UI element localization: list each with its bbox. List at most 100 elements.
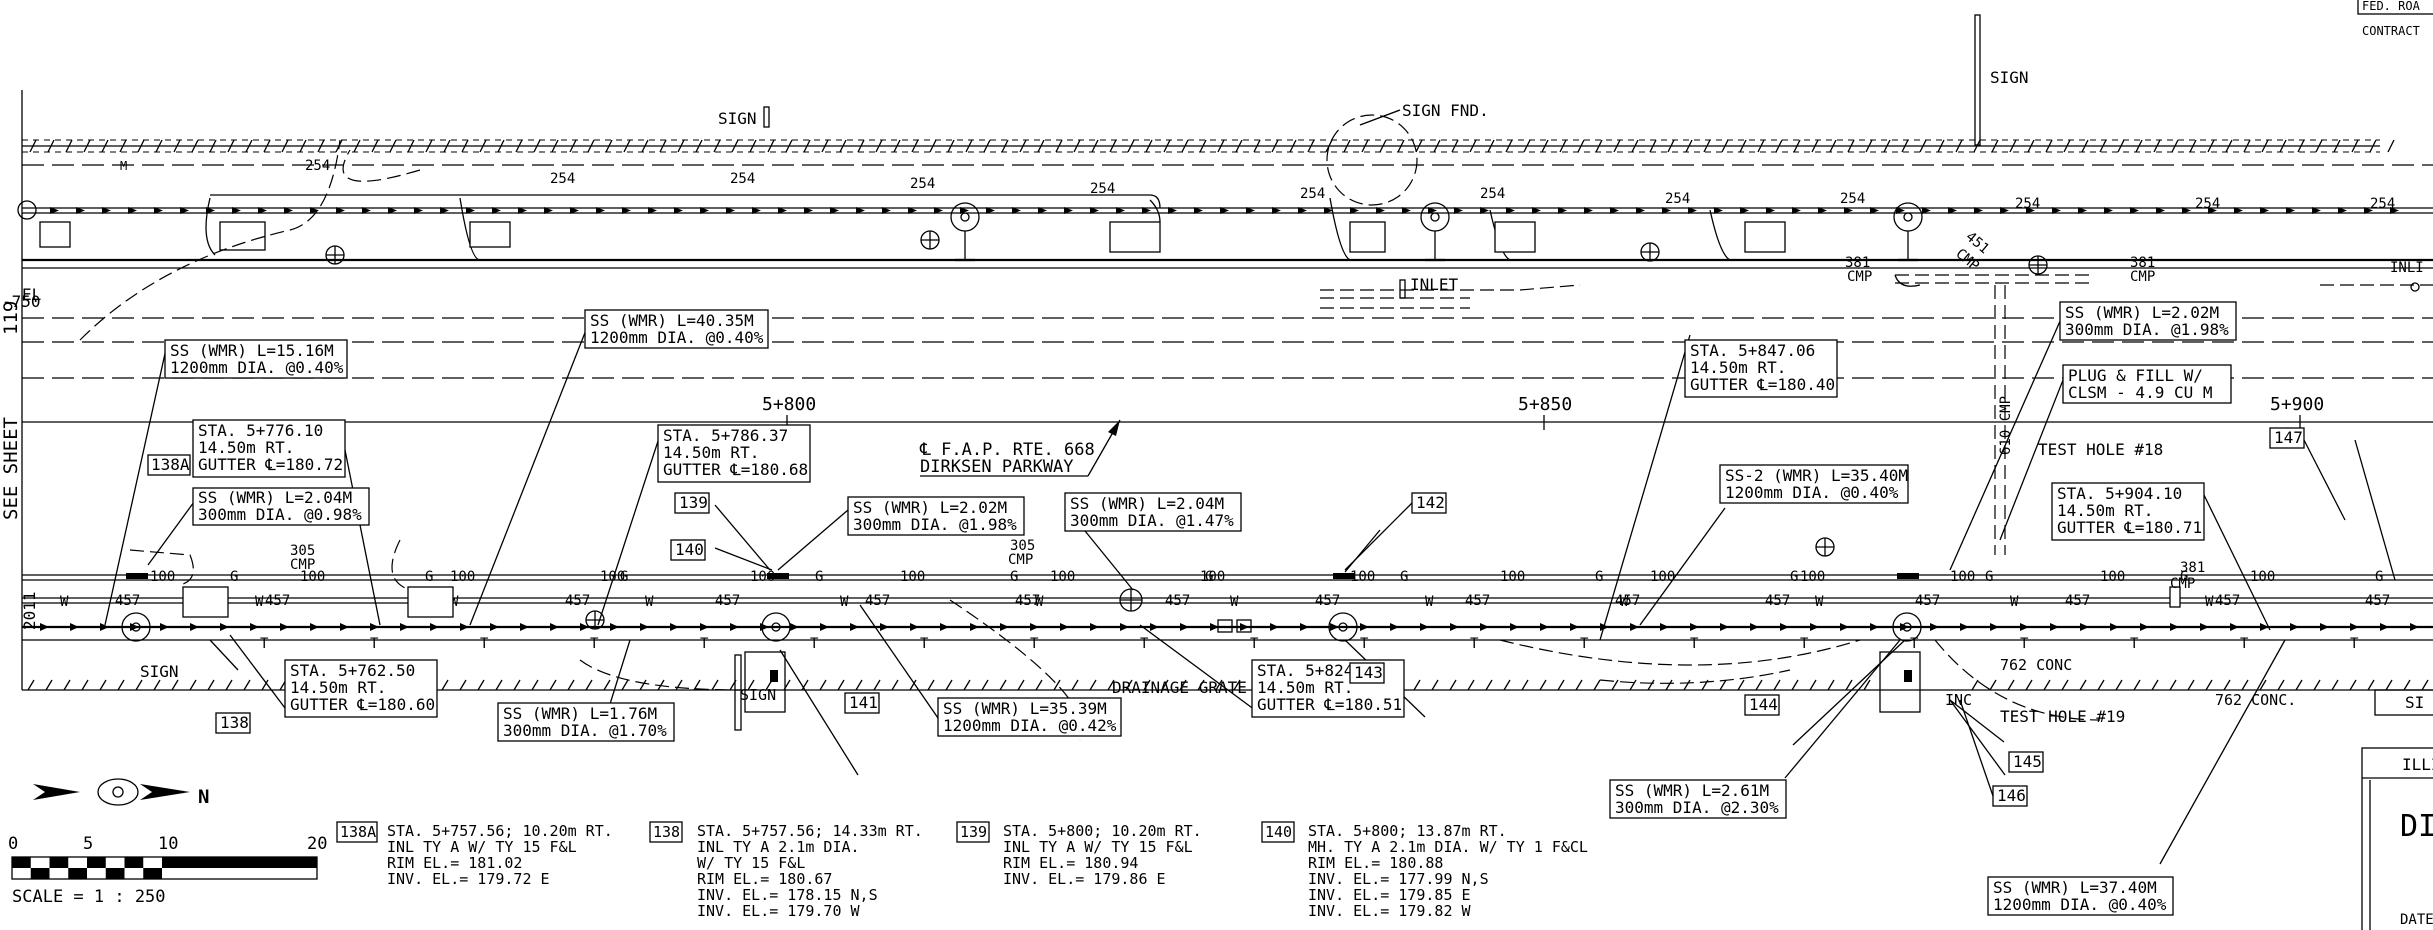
hatch-mark bbox=[2135, 139, 2143, 153]
tag-144: 144 bbox=[1749, 695, 1778, 714]
line-code: T bbox=[1800, 636, 1809, 652]
hatch-mark bbox=[2151, 679, 2159, 691]
hatch-mark bbox=[245, 139, 253, 153]
hatch-mark bbox=[2313, 679, 2321, 691]
tag-143: 143 bbox=[1354, 663, 1383, 682]
hatch-mark bbox=[1811, 139, 1819, 153]
hatch-mark bbox=[1919, 139, 1927, 153]
line-code: G bbox=[1790, 569, 1798, 585]
scale-check bbox=[30, 868, 50, 879]
flow-arrow bbox=[544, 207, 553, 214]
hatch-mark bbox=[2421, 679, 2429, 691]
flow-arrow bbox=[1270, 623, 1279, 631]
hatch-mark bbox=[1557, 679, 1565, 691]
hatch-mark bbox=[1775, 139, 1783, 153]
line-code: T bbox=[1250, 636, 1259, 652]
hatch-mark bbox=[63, 679, 71, 691]
flow-arrow bbox=[1740, 207, 1749, 214]
flow-arrow bbox=[1960, 623, 1969, 631]
tag-140: 140 bbox=[675, 540, 704, 559]
flow-arrow bbox=[1390, 623, 1399, 631]
callout-c3-line1: STA. 5+776.10 bbox=[198, 421, 323, 440]
line-code: 100 bbox=[900, 569, 925, 585]
hatch-mark bbox=[2009, 139, 2017, 153]
flow-arrow bbox=[960, 207, 969, 214]
hatch-mark bbox=[1973, 139, 1981, 153]
flow-arrow bbox=[466, 207, 475, 214]
hatch-mark bbox=[1827, 679, 1835, 691]
hatch-mark bbox=[1413, 679, 1421, 691]
flow-arrow bbox=[492, 207, 501, 214]
test-hole-18: TEST HOLE #18 bbox=[2038, 440, 2163, 459]
flow-arrow bbox=[850, 623, 859, 631]
callout-c9-line1: SS (WMR) L=2.02M bbox=[2065, 303, 2219, 322]
cmp-381a: 381 bbox=[1845, 255, 1870, 271]
callout-c3: STA. 5+776.10 14.50m RT. GUTTER ℄=180.72 bbox=[192, 419, 346, 478]
sheet-ref-text: 2011 bbox=[20, 591, 39, 630]
flow-arrow bbox=[1272, 207, 1281, 214]
flow-arrow bbox=[1900, 623, 1909, 631]
note-138a-line4: INV. EL.= 179.72 E bbox=[387, 870, 550, 888]
line-code: W bbox=[1815, 594, 1824, 610]
line-code: 457 bbox=[1465, 593, 1490, 609]
hatch-mark bbox=[261, 679, 269, 691]
hatch-mark bbox=[657, 679, 665, 691]
flow-arrow bbox=[1480, 623, 1489, 631]
cmp-305a-type: CMP bbox=[290, 557, 315, 573]
scale-tick-10: 10 bbox=[158, 834, 178, 854]
flow-arrow bbox=[752, 207, 761, 214]
hatch-mark bbox=[1629, 679, 1637, 691]
hatch-mark bbox=[191, 139, 199, 153]
hatch-mark bbox=[1991, 139, 1999, 153]
hatch-mark bbox=[1449, 679, 1457, 691]
line-code: W bbox=[1035, 594, 1044, 610]
hatch-mark bbox=[209, 139, 217, 153]
hatch-mark bbox=[1541, 139, 1549, 153]
flow-arrow bbox=[790, 623, 799, 631]
callout-c7: SS (WMR) L=2.04M 300mm DIA. @1.47% bbox=[1064, 492, 1242, 532]
hatch-mark bbox=[965, 139, 973, 153]
flow-arrow bbox=[2140, 623, 2149, 631]
line-code: W bbox=[645, 594, 654, 610]
hatch-mark bbox=[873, 679, 881, 691]
hatch-mark bbox=[317, 139, 325, 153]
hatch-mark bbox=[1109, 139, 1117, 153]
code-254-8: 254 bbox=[1665, 191, 1690, 207]
hatch-mark bbox=[1233, 679, 1241, 691]
hatch-mark bbox=[117, 679, 125, 691]
note-138a-line2: INL TY A W/ TY 15 F&L bbox=[387, 838, 577, 856]
flow-arrow bbox=[1636, 207, 1645, 214]
flow-arrow bbox=[2026, 207, 2035, 214]
hatch-mark bbox=[299, 139, 307, 153]
sign-label-a: SIGN bbox=[718, 109, 757, 128]
flow-arrow bbox=[1240, 623, 1249, 631]
hatch-mark bbox=[2315, 139, 2323, 153]
note-138-line4: RIM EL.= 180.67 bbox=[697, 870, 832, 888]
line-code: T bbox=[1910, 636, 1919, 652]
flow-arrow bbox=[128, 207, 137, 214]
flow-arrow bbox=[640, 623, 649, 631]
flow-arrow bbox=[362, 207, 371, 214]
cmp-305a: 305 bbox=[290, 543, 315, 559]
line-code: 457 bbox=[265, 593, 290, 609]
hatch-mark bbox=[731, 139, 739, 153]
line-code: 457 bbox=[2065, 593, 2090, 609]
flow-arrow bbox=[2312, 207, 2321, 214]
hatch-mark bbox=[2097, 679, 2105, 691]
line-code: 100 bbox=[2250, 569, 2275, 585]
hatch-mark bbox=[1143, 679, 1151, 691]
line-code: 457 bbox=[865, 593, 890, 609]
hatch-mark bbox=[2349, 679, 2357, 691]
line-code: G bbox=[1985, 569, 1993, 585]
hatch-mark bbox=[1539, 679, 1547, 691]
hatch-mark bbox=[803, 139, 811, 153]
hatch-mark bbox=[1593, 679, 1601, 691]
station-750: -750 bbox=[2, 292, 41, 311]
flow-arrow bbox=[910, 623, 919, 631]
flow-arrow bbox=[908, 207, 917, 214]
flow-arrow bbox=[430, 623, 439, 631]
line-code: 457 bbox=[115, 593, 140, 609]
hatch-mark bbox=[1577, 139, 1585, 153]
line-code: W bbox=[60, 594, 69, 610]
hatch-mark bbox=[569, 139, 577, 153]
